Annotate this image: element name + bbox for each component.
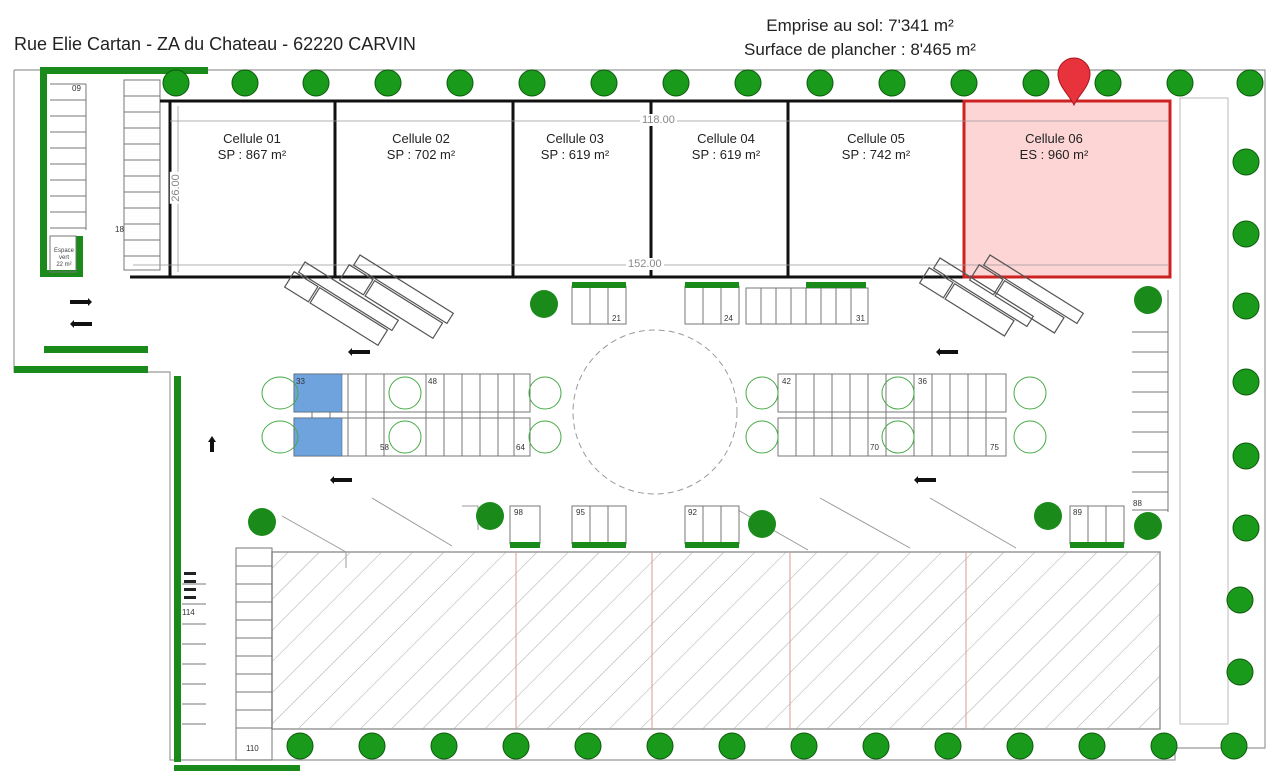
trees <box>162 69 1264 760</box>
cell-01[interactable]: Cellule 01 SP : 867 m² <box>177 131 327 163</box>
southwest-parking <box>182 547 273 761</box>
planters <box>261 376 1047 454</box>
parking-number: 21 <box>612 314 621 323</box>
parking-number: 114 <box>182 608 195 617</box>
cell-05[interactable]: Cellule 05 SP : 742 m² <box>801 131 951 163</box>
lower-building-partitions <box>515 552 967 729</box>
parking-number: 42 <box>782 377 791 386</box>
east-path <box>1179 97 1229 725</box>
location-pin-icon[interactable] <box>1056 56 1092 106</box>
parking-number: 33 <box>296 377 305 386</box>
cell-04[interactable]: Cellule 04 SP : 619 m² <box>651 131 801 163</box>
parking-number: 88 <box>1133 499 1142 508</box>
cell-06-highlight <box>962 99 1172 279</box>
footprint-area: Emprise au sol: 7'341 m² <box>766 16 954 35</box>
parking-number: 31 <box>856 314 865 323</box>
roundabout <box>572 329 738 495</box>
middle-parking-dividers <box>311 374 987 456</box>
parking-number: 98 <box>514 508 523 517</box>
cell-name: Cellule 05 <box>847 131 905 146</box>
cell-area: SP : 702 m² <box>386 147 456 162</box>
site-address: Rue Elie Cartan - ZA du Chateau - 62220 … <box>14 34 416 54</box>
cell-02[interactable]: Cellule 02 SP : 702 m² <box>346 131 496 163</box>
parking-number: 89 <box>1073 508 1082 517</box>
parking-number: 64 <box>516 443 525 452</box>
floor-area: Surface de plancher : 8'465 m² <box>744 40 976 59</box>
cell-name: Cellule 06 <box>1025 131 1083 146</box>
parking-number: 110 <box>246 744 259 753</box>
lower-building <box>271 551 1161 730</box>
dimension-depth: 26.00 <box>169 172 182 204</box>
parking-number: 92 <box>688 508 697 517</box>
accessible-spaces <box>293 373 343 457</box>
parking-number: 09 <box>72 84 81 93</box>
cell-area: SP : 619 m² <box>540 147 610 162</box>
traffic-arrows <box>70 298 958 484</box>
parking-number: 36 <box>918 377 927 386</box>
parking-number: 48 <box>428 377 437 386</box>
cell-06[interactable]: Cellule 06 ES : 960 m² <box>979 131 1129 163</box>
dimension-bottom: 152.00 <box>626 258 664 270</box>
cell-name: Cellule 02 <box>392 131 450 146</box>
dimension-top: 118.00 <box>640 114 677 126</box>
west-parking <box>49 79 161 273</box>
hedges <box>14 67 300 771</box>
palm-shrubs <box>248 286 1162 540</box>
bike-rack <box>184 572 196 599</box>
cell-area: ES : 960 m² <box>1019 147 1089 162</box>
parking-number: 75 <box>990 443 999 452</box>
east-parking <box>1132 290 1169 512</box>
cell-name: Cellule 04 <box>697 131 755 146</box>
cell-name: Cellule 01 <box>223 131 281 146</box>
cell-03[interactable]: Cellule 03 SP : 619 m² <box>500 131 650 163</box>
cell-name: Cellule 03 <box>546 131 604 146</box>
site-stats: Emprise au sol: 7'341 m² Surface de plan… <box>690 14 1030 62</box>
building <box>130 99 964 279</box>
loading-docks <box>283 254 1085 347</box>
parking-number: 95 <box>576 508 585 517</box>
cell-area: SP : 619 m² <box>691 147 761 162</box>
green-space-label: Espace vert 22 m² <box>53 248 74 268</box>
parking-number: 18 <box>115 225 124 234</box>
lower-parking <box>509 505 1125 545</box>
cell-area: SP : 742 m² <box>841 147 911 162</box>
parking-number: 24 <box>724 314 733 323</box>
parking-number: 70 <box>870 443 879 452</box>
parking-number: 58 <box>380 443 389 452</box>
cell-area: SP : 867 m² <box>217 147 287 162</box>
middle-parking <box>293 373 1007 457</box>
